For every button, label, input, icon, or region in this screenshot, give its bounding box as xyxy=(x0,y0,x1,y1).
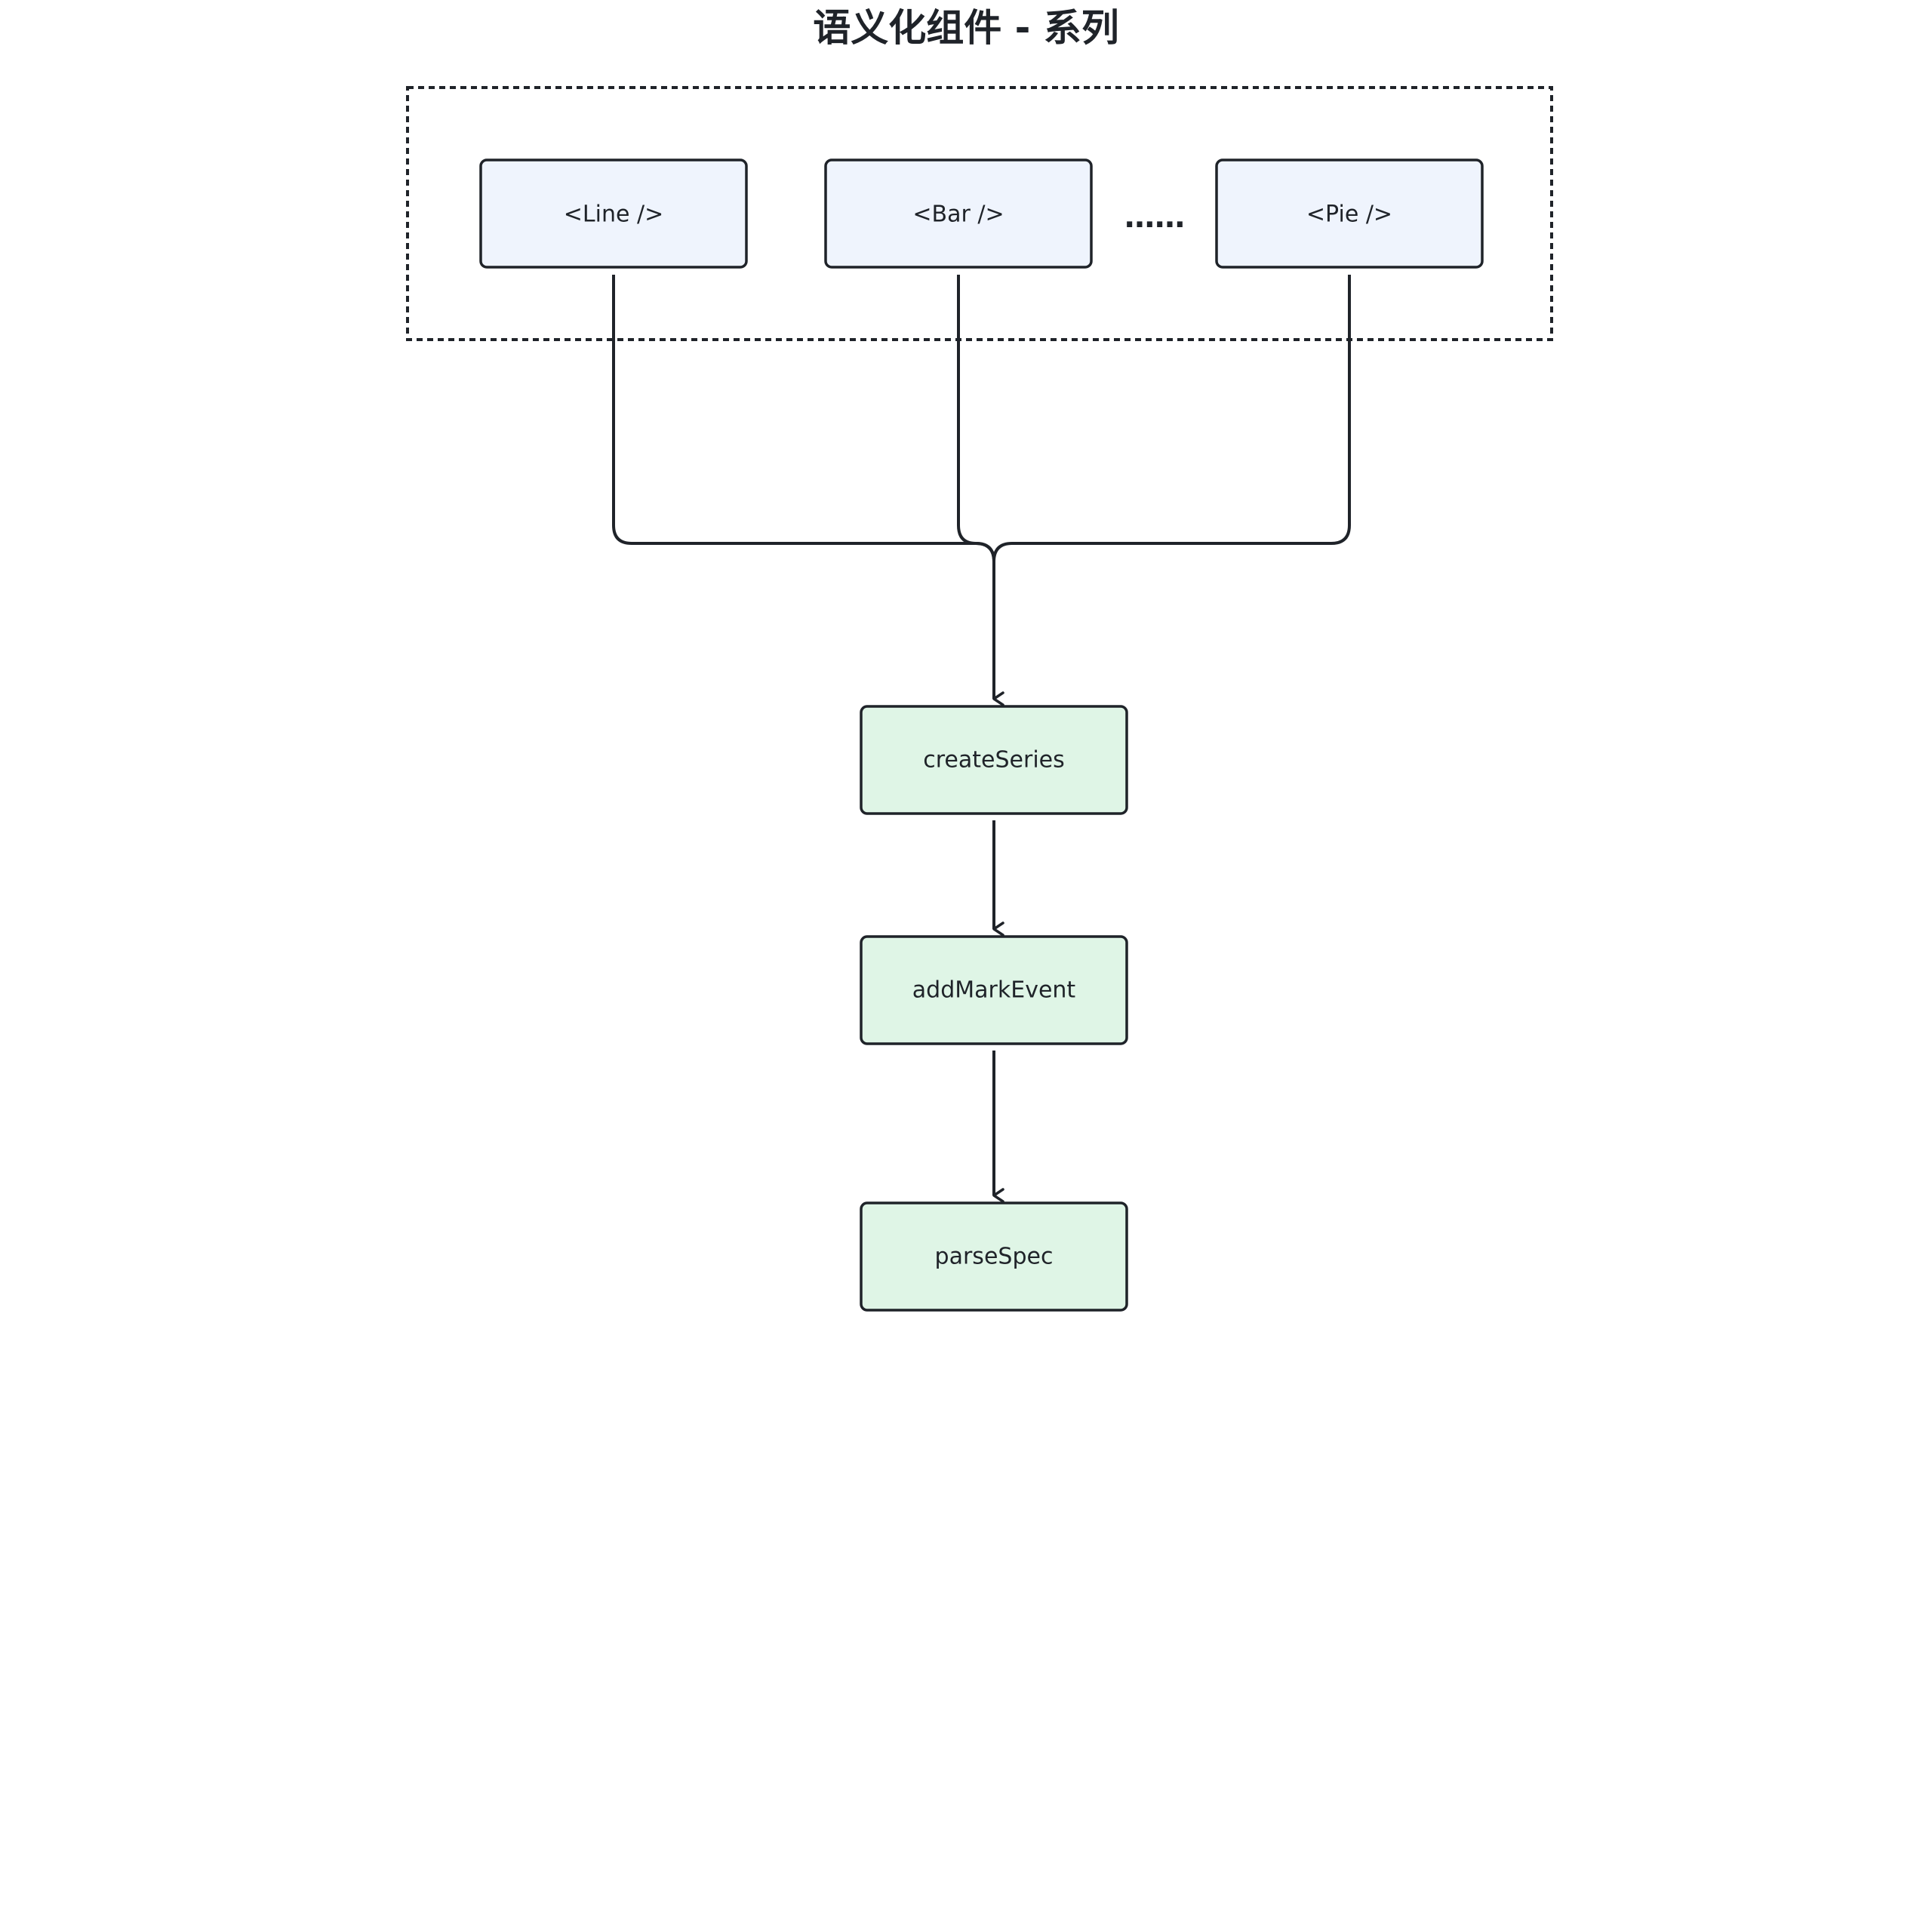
step-create-series-node[interactable]: createSeries xyxy=(860,705,1128,815)
series-components-group xyxy=(406,86,1553,341)
step-add-mark-event-box xyxy=(860,935,1128,1045)
diagram-title: 语义化组件 - 系列 xyxy=(813,6,1119,50)
component-pie-label: <Pie /> xyxy=(1306,202,1392,228)
step-parse-spec-box xyxy=(860,1201,1128,1312)
step-parse-spec-node[interactable]: parseSpec xyxy=(860,1201,1128,1312)
connector-pie-to-merge xyxy=(992,275,1351,562)
step-add-mark-event-label: addMarkEvent xyxy=(912,977,1076,1004)
component-line-box xyxy=(479,158,748,269)
component-line-node[interactable]: <Line /> xyxy=(479,158,748,269)
component-pie-box xyxy=(1215,158,1484,269)
component-bar-box xyxy=(824,158,1093,269)
component-pie-node[interactable]: <Pie /> xyxy=(1215,158,1484,269)
connector-bar-to-merge xyxy=(957,275,995,562)
step-create-series-label: createSeries xyxy=(923,747,1065,774)
component-line-label: <Line /> xyxy=(564,202,663,228)
step-add-mark-event-node[interactable]: addMarkEvent xyxy=(860,935,1128,1045)
step-create-series-box xyxy=(860,705,1128,815)
component-bar-label: <Bar /> xyxy=(912,202,1004,228)
component-bar-node[interactable]: <Bar /> xyxy=(824,158,1093,269)
ellipsis-more-components: …… xyxy=(1124,200,1185,235)
step-parse-spec-label: parseSpec xyxy=(935,1244,1054,1270)
connector-line-to-merge xyxy=(612,275,995,562)
